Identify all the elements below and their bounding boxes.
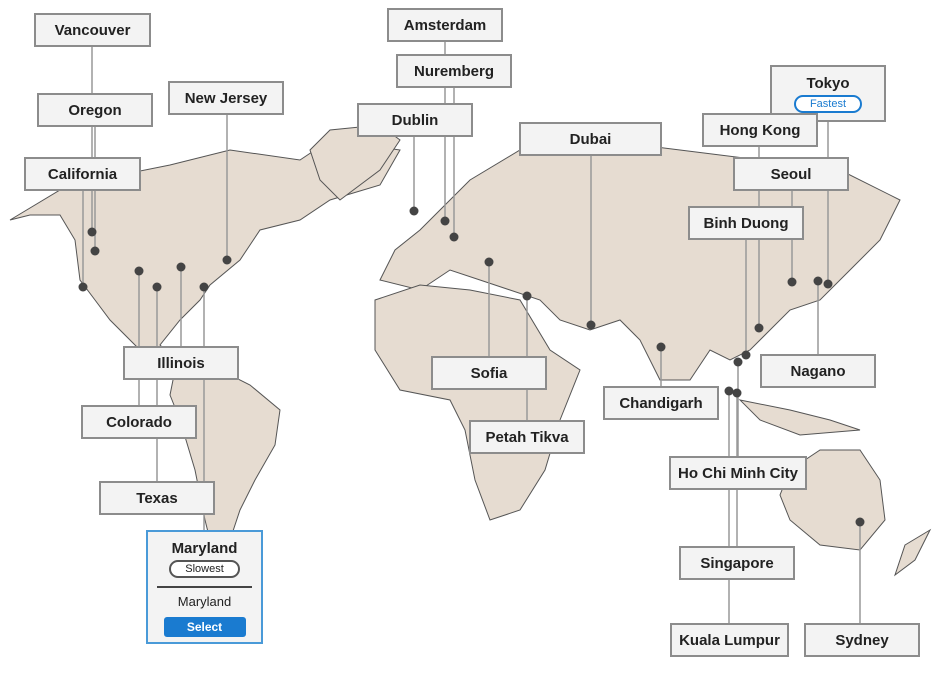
location-dot[interactable] <box>199 282 209 292</box>
location-name: Sydney <box>835 631 889 649</box>
location-name: Texas <box>136 489 178 507</box>
location-label[interactable]: Nagano <box>760 354 876 388</box>
location-label[interactable]: Texas <box>99 481 215 515</box>
greenland <box>309 124 401 201</box>
africa <box>374 284 581 521</box>
location-label[interactable]: Chandigarh <box>603 386 719 420</box>
location-label[interactable]: Oregon <box>37 93 153 127</box>
location-dot[interactable] <box>409 206 419 216</box>
location-label[interactable]: Binh Duong <box>688 206 804 240</box>
location-label[interactable]: Kuala Lumpur <box>670 623 789 657</box>
location-name: Oregon <box>68 101 122 119</box>
location-dot[interactable] <box>522 291 532 301</box>
location-dot[interactable] <box>754 323 764 333</box>
location-label[interactable]: Vancouver <box>34 13 151 47</box>
location-dot[interactable] <box>732 388 742 398</box>
location-label[interactable]: California <box>24 157 141 191</box>
location-label[interactable]: Nuremberg <box>396 54 512 88</box>
location-dot[interactable] <box>449 232 459 242</box>
location-label[interactable]: Ho Chi Minh City <box>669 456 807 490</box>
speed-badge: Slowest <box>169 560 240 578</box>
location-dot[interactable] <box>813 276 823 286</box>
location-label[interactable]: Sofia <box>431 356 547 390</box>
location-label[interactable]: Seoul <box>733 157 849 191</box>
location-name: Seoul <box>770 165 812 183</box>
location-dot[interactable] <box>176 262 186 272</box>
location-dot[interactable] <box>656 342 666 352</box>
location-label[interactable]: Petah Tikva <box>469 420 585 454</box>
location-dot[interactable] <box>134 266 144 276</box>
location-name: Colorado <box>106 413 172 431</box>
location-label[interactable]: Sydney <box>804 623 920 657</box>
location-label[interactable]: Illinois <box>123 346 239 380</box>
location-name: Tokyo <box>806 74 850 92</box>
location-dot[interactable] <box>586 320 596 330</box>
location-name: Dubai <box>569 130 612 148</box>
location-label[interactable]: Singapore <box>679 546 795 580</box>
location-label[interactable]: Amsterdam <box>387 8 503 42</box>
location-label[interactable]: Colorado <box>81 405 197 439</box>
divider <box>157 586 252 588</box>
location-dot[interactable] <box>787 277 797 287</box>
location-name: Petah Tikva <box>485 428 569 446</box>
location-name: Ho Chi Minh City <box>678 464 798 482</box>
location-label[interactable]: Dublin <box>357 103 473 137</box>
location-detail: Maryland <box>177 594 232 609</box>
location-name: California <box>47 165 118 183</box>
location-name: Vancouver <box>54 21 131 39</box>
location-name: Singapore <box>700 554 774 572</box>
location-name: Illinois <box>157 354 205 372</box>
location-name: Chandigarh <box>619 394 703 412</box>
location-name: Maryland <box>171 540 238 557</box>
location-dot[interactable] <box>222 255 232 265</box>
location-name: Hong Kong <box>719 121 801 139</box>
location-label[interactable]: New Jersey <box>168 81 284 115</box>
location-name: Kuala Lumpur <box>679 631 780 649</box>
location-name: Amsterdam <box>403 16 487 34</box>
location-name: Dublin <box>391 111 439 129</box>
location-dot[interactable] <box>90 246 100 256</box>
location-dot[interactable] <box>733 357 743 367</box>
indonesia <box>738 399 861 436</box>
location-dot[interactable] <box>87 227 97 237</box>
location-dot[interactable] <box>823 279 833 289</box>
location-dot[interactable] <box>741 350 751 360</box>
speed-badge: Fastest <box>793 94 863 113</box>
select-button[interactable]: Select <box>163 617 246 637</box>
location-label[interactable]: Dubai <box>519 122 662 156</box>
location-name: New Jersey <box>184 89 268 107</box>
location-dot[interactable] <box>440 216 450 226</box>
location-dot[interactable] <box>152 282 162 292</box>
location-dot[interactable] <box>724 386 734 396</box>
location-dot[interactable] <box>78 282 88 292</box>
location-label[interactable]: Hong Kong <box>702 113 818 147</box>
location-name: Nagano <box>790 362 846 380</box>
location-dot[interactable] <box>855 517 865 527</box>
continents <box>9 124 932 577</box>
new-zealand <box>894 528 932 577</box>
location-dot[interactable] <box>484 257 494 267</box>
location-name: Sofia <box>470 364 508 382</box>
location-name: Binh Duong <box>703 214 789 232</box>
location-name: Nuremberg <box>413 62 495 80</box>
